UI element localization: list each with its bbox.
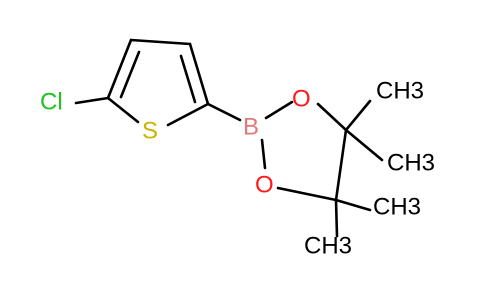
bond-o-top-c	[316, 102, 348, 132]
bond-c-c	[334, 128, 348, 202]
atom-sulfur: S	[142, 117, 158, 144]
atom-oxygen-top: O	[292, 85, 311, 112]
bond-b-o-bottom	[260, 138, 267, 170]
methyl-group-4: CH3	[304, 232, 352, 259]
bond-c5-c4-inner	[119, 50, 141, 99]
bond-c-methyl-1	[344, 99, 372, 132]
bond-o-bottom-c	[276, 186, 338, 202]
bond-c-methyl-2	[344, 128, 384, 162]
bond-c-methyl-4	[334, 198, 339, 238]
atom-boron: B	[243, 113, 259, 140]
bond-c-methyl-3	[334, 198, 372, 212]
bond-c2-s	[166, 102, 210, 127]
bond-c3-c2	[188, 42, 210, 106]
methyl-group-3: CH3	[373, 193, 421, 220]
bond-c5-cl	[74, 96, 110, 105]
methyl-group-1: CH3	[376, 77, 424, 104]
atom-chlorine: Cl	[40, 88, 63, 115]
bond-s-c5	[106, 96, 140, 124]
atom-oxygen-bottom: O	[255, 171, 274, 198]
bond-c5-c4	[106, 38, 133, 100]
methyl-group-2: CH3	[387, 149, 435, 176]
bond-b-o-top	[264, 100, 294, 120]
bond-c2-b	[206, 102, 242, 122]
bond-c4-c3	[129, 38, 192, 46]
bond-c3-c2-inner	[179, 54, 197, 104]
